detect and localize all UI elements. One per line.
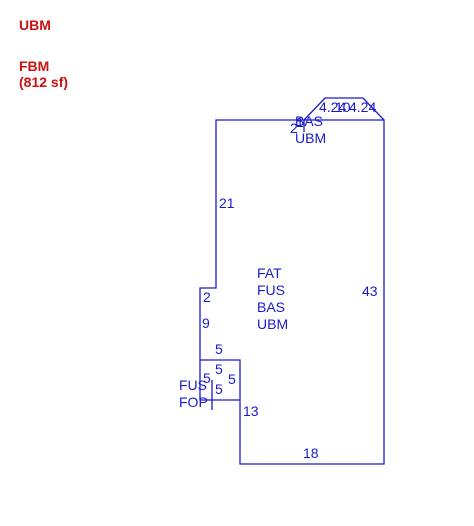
bay-dim-side-b: 1	[296, 114, 304, 130]
dim-left-upper: 21	[219, 195, 235, 211]
dim-right: 43	[362, 283, 378, 299]
bay-code-ubm: UBM	[295, 130, 326, 146]
porch-code-fus: FUS	[179, 377, 207, 393]
legend-fbm-code: FBM	[19, 58, 50, 74]
dim-porch-top: 5	[215, 341, 223, 357]
bay-dim-top: 10	[335, 99, 351, 115]
dim-left-mid: 9	[202, 315, 210, 331]
dim-porch-left: 5	[203, 370, 211, 386]
bay-dim-side-a: 2	[290, 120, 298, 136]
main-code-ubm: UBM	[257, 316, 288, 332]
porch-code-fop: FOP	[179, 394, 208, 410]
bay-dim-right: 4.24	[349, 99, 376, 115]
legend-fbm-area: (812 sf)	[19, 74, 69, 90]
bay-outline	[303, 97, 385, 121]
porch-outline	[199, 360, 240, 401]
bay-code-bas: BAS	[295, 113, 323, 129]
dim-lower-left: 13	[243, 403, 259, 419]
dim-porch-bottom: 5	[215, 381, 223, 397]
main-code-fus: FUS	[257, 282, 285, 298]
bay-dim-left: 4.24	[319, 99, 346, 115]
dim-bottom: 18	[303, 445, 319, 461]
main-outline	[199, 119, 385, 465]
dim-porch-right: 5	[228, 371, 236, 387]
main-code-fat: FAT	[257, 265, 282, 281]
dim-left-step: 2	[203, 289, 211, 305]
legend-ubm: UBM	[19, 17, 51, 33]
dim-porch-inner-top: 5	[215, 361, 223, 377]
main-code-bas: BAS	[257, 299, 285, 315]
